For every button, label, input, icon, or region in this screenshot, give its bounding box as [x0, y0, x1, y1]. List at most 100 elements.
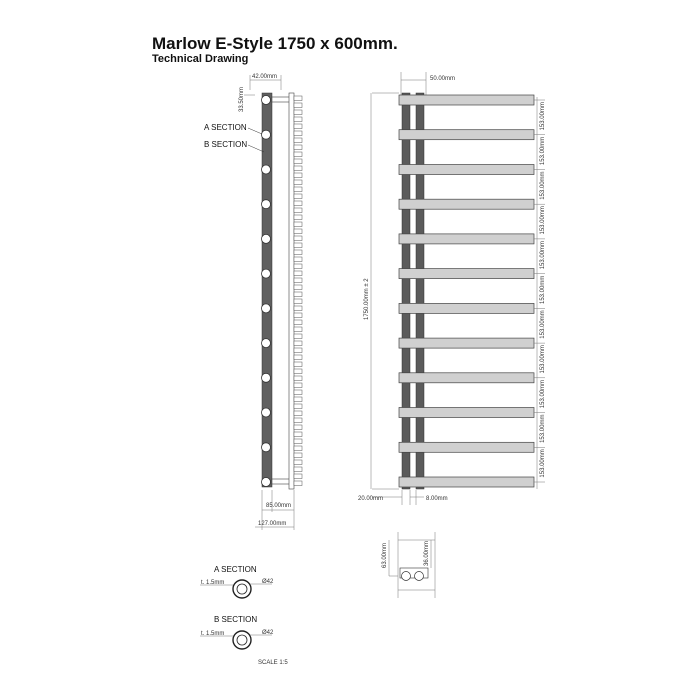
- bar-end: [293, 438, 303, 444]
- bar-end: [293, 249, 303, 255]
- spacing-label: 153.00mm: [540, 102, 546, 130]
- section-b-title: B SECTION: [214, 615, 257, 624]
- knobs-group: [261, 95, 271, 487]
- bar-end: [293, 396, 303, 402]
- towel-bar: [398, 476, 535, 488]
- bar-end: [293, 214, 303, 220]
- bar-end: [293, 165, 303, 171]
- bar-end: [293, 375, 303, 381]
- bar-end: [293, 102, 303, 108]
- towel-bar: [398, 372, 535, 384]
- side-view: 42.00mm 33.50mm A SECTION B SECTION 85.0…: [204, 74, 303, 530]
- towel-bar: [398, 94, 535, 106]
- bar-end: [293, 270, 303, 276]
- bar-end: [293, 116, 303, 122]
- bar-end: [293, 221, 303, 227]
- towel-bar: [398, 233, 535, 245]
- connector-pipe-right: [414, 571, 424, 581]
- towel-bar: [398, 407, 535, 418]
- bar-knob: [261, 442, 271, 453]
- section-b-diameter: Ø42: [262, 630, 274, 636]
- bar-end: [293, 242, 303, 248]
- bar-end: [293, 340, 303, 346]
- dim-top-width: 42.00mm: [252, 74, 277, 80]
- section-a-thickness: t. 1.5mm: [201, 580, 224, 586]
- bar-knob: [261, 233, 271, 244]
- towel-bar: [398, 337, 535, 349]
- bar-end: [293, 452, 303, 458]
- bar-end: [293, 319, 303, 325]
- bar-end: [293, 256, 303, 262]
- bar-end: [293, 445, 303, 451]
- bar-end: [293, 361, 303, 367]
- bar-end: [293, 410, 303, 416]
- drawing-subtitle: Technical Drawing: [152, 53, 249, 65]
- spacing-dims-group: 153.00mm 153.00mm 153.00mm 153.00mm 153.00mm…: [534, 99, 546, 483]
- bar-end: [293, 186, 303, 192]
- spacing-label: 153.00mm: [540, 310, 546, 338]
- bar-knob: [261, 129, 271, 140]
- bar-knob: [261, 407, 271, 418]
- bar-end: [293, 263, 303, 269]
- towel-bar: [398, 164, 535, 175]
- bar-end: [293, 459, 303, 465]
- bottom-bracket: [271, 478, 291, 485]
- bar-end: [293, 298, 303, 304]
- bar-end: [293, 144, 303, 150]
- dim-top: 50.00mm: [430, 76, 455, 82]
- bar-end: [293, 466, 303, 472]
- bar-end: [293, 284, 303, 290]
- bar-end: [293, 207, 303, 213]
- bar-end: [293, 151, 303, 157]
- bar-end: [293, 480, 303, 486]
- bar-knob: [261, 164, 271, 175]
- connector-detail: 63.00mm 36.00mm: [382, 532, 436, 598]
- bar-end: [293, 172, 303, 178]
- top-bracket: [271, 96, 291, 103]
- dim-base-inner: 85.00mm: [266, 503, 291, 509]
- bar-end: [293, 347, 303, 353]
- bar-end: [293, 305, 303, 311]
- bar-end: [293, 179, 303, 185]
- bar-knob: [261, 303, 271, 314]
- section-a-title: A SECTION: [214, 565, 257, 574]
- bar-end: [293, 424, 303, 430]
- bar-end: [293, 473, 303, 479]
- spacing-label: 153.00mm: [540, 206, 546, 234]
- bar-end: [293, 389, 303, 395]
- bar-end: [293, 382, 303, 388]
- dim-connector-outer: 63.00mm: [382, 543, 388, 568]
- dim-top-offset: 33.50mm: [239, 87, 245, 112]
- towel-bar: [398, 268, 535, 279]
- bar-knob: [261, 477, 271, 487]
- spacing-label: 153.00mm: [540, 449, 546, 477]
- bar-end: [293, 137, 303, 143]
- towel-bar: [398, 198, 535, 210]
- bar-end: [293, 333, 303, 339]
- side-post: [261, 92, 273, 488]
- connector-pipe-left: [401, 571, 411, 581]
- section-a-diameter: Ø42: [262, 579, 274, 585]
- bar-end: [293, 291, 303, 297]
- bar-knob: [261, 95, 271, 105]
- bar-knob: [261, 268, 271, 279]
- spacing-label: 153.00mm: [540, 241, 546, 269]
- bar-end: [293, 200, 303, 206]
- spacing-label: 153.00mm: [540, 380, 546, 408]
- dim-connector-inner: 36.00mm: [424, 541, 430, 566]
- front-view: 50.00mm 1750.00mm ± 2 153.00mm153.00mm15…: [358, 72, 546, 505]
- bar-knob: [261, 338, 271, 349]
- label-a-section: A SECTION: [204, 123, 247, 132]
- connector-bar: [399, 567, 429, 579]
- dim-height: 1750.00mm ± 2: [364, 278, 370, 320]
- spacing-label: 153.00mm: [540, 137, 546, 165]
- bar-end: [293, 277, 303, 283]
- spacing-label: 153.00mm: [540, 415, 546, 443]
- bar-end: [293, 403, 303, 409]
- bar-end: [293, 417, 303, 423]
- bar-knob: [261, 199, 271, 210]
- bar-end: [293, 354, 303, 360]
- bar-end: [293, 109, 303, 115]
- dim-right: 8.00mm: [426, 496, 448, 502]
